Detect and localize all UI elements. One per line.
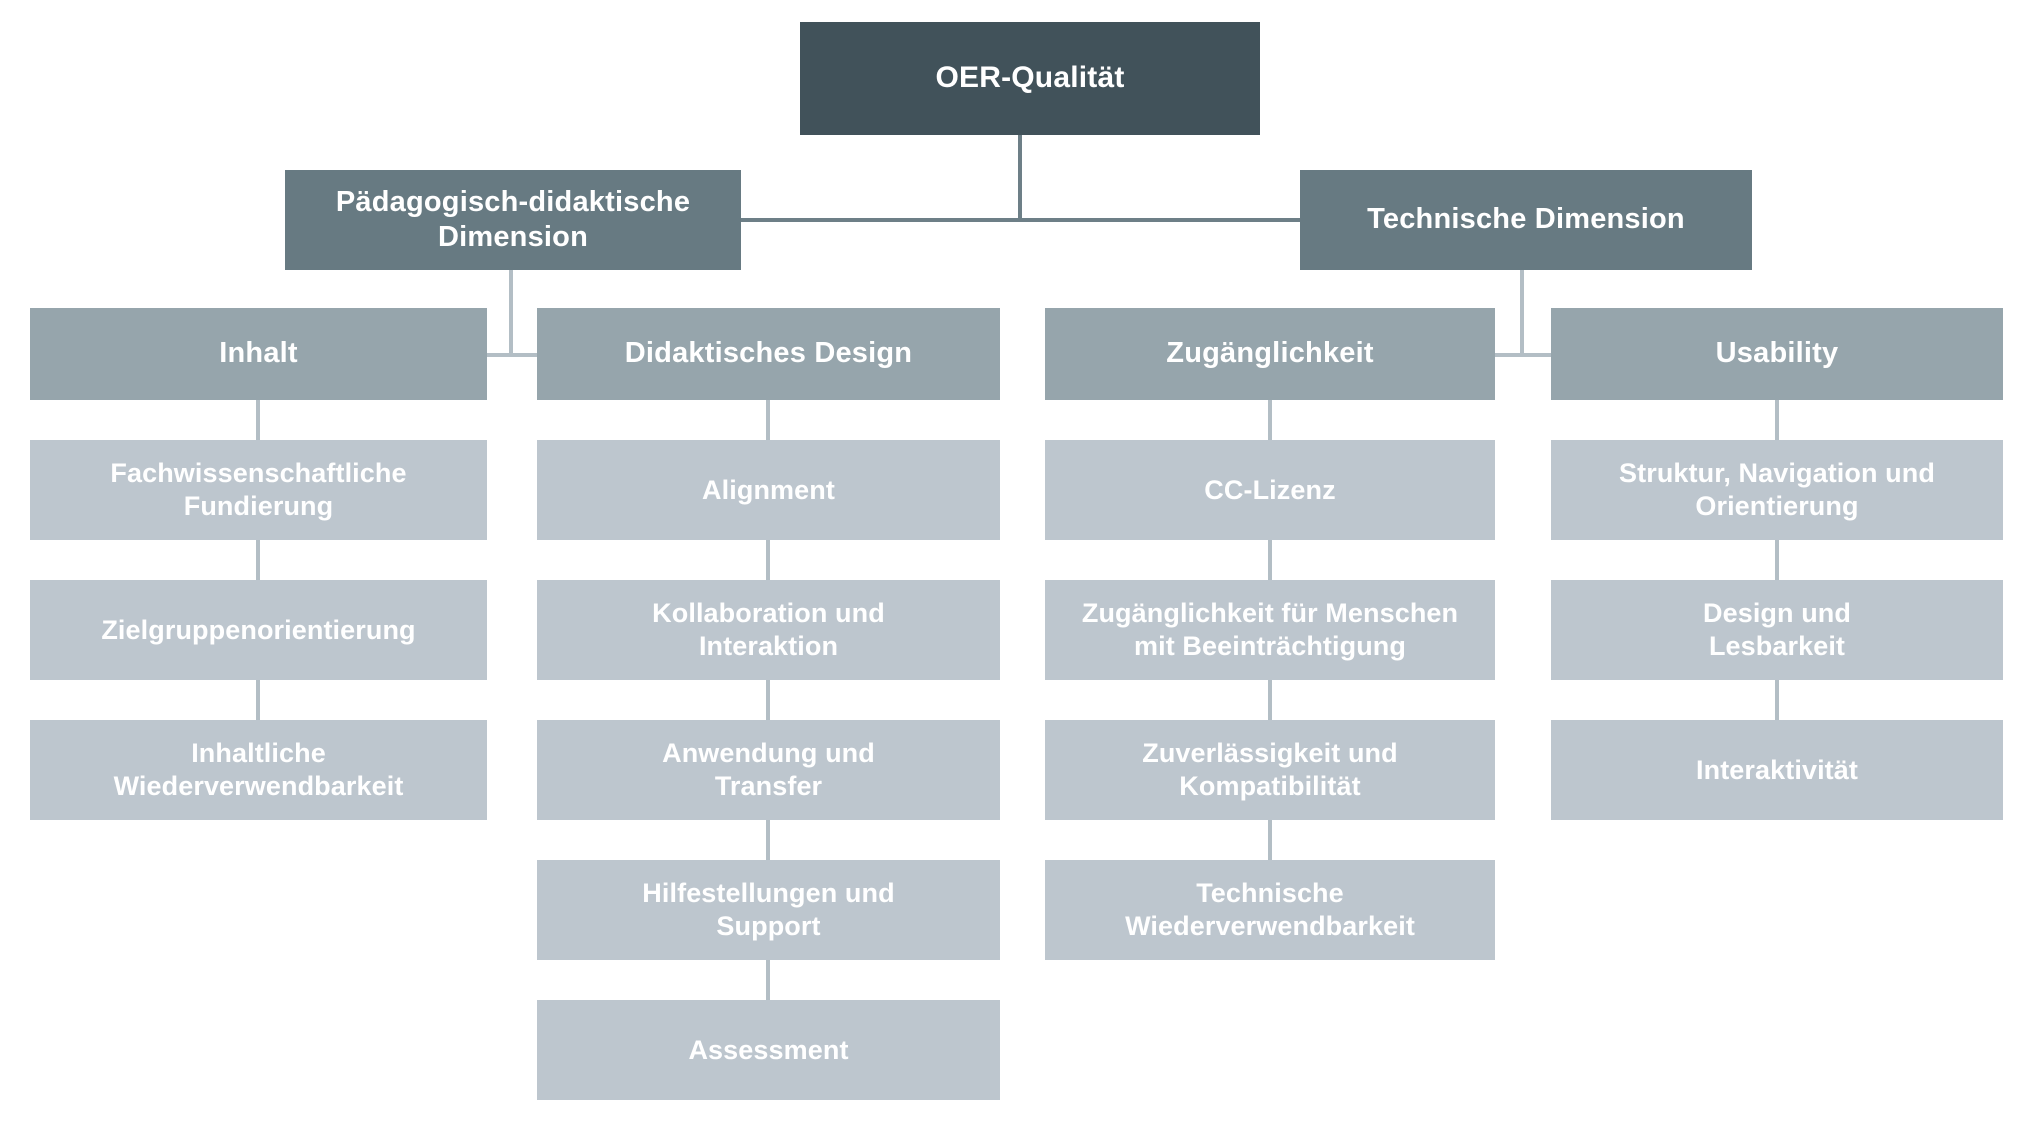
node-usability[interactable]: Usability [1551,308,2003,400]
node-paedagogisch-didaktische-dimension[interactable]: Pädagogisch-didaktische Dimension [285,170,741,270]
leaf-inhaltliche-wiederverwendbarkeit[interactable]: Inhaltliche Wiederverwendbarkeit [30,720,487,820]
leaf-kollaboration-und-interaktion[interactable]: Kollaboration und Interaktion [537,580,1000,680]
connector-didaktik-4 [766,820,770,860]
leaf-assessment[interactable]: Assessment [537,1000,1000,1100]
node-oer-qualitaet[interactable]: OER-Qualität [800,22,1260,135]
leaf-zielgruppenorientierung[interactable]: Zielgruppenorientierung [30,580,487,680]
connector-didaktik-3 [766,680,770,720]
leaf-cc-lizenz[interactable]: CC-Lizenz [1045,440,1495,540]
node-technische-dimension[interactable]: Technische Dimension [1300,170,1752,270]
connector-paedagogisch-bus [419,353,609,357]
connector-inhalt-1 [256,400,260,440]
connector-zugaenglichkeit-1 [1268,400,1272,440]
connector-usability-2 [1775,540,1779,580]
connector-paedagogisch-stem [509,270,513,356]
node-didaktisches-design[interactable]: Didaktisches Design [537,308,1000,400]
connector-usability-3 [1775,680,1779,720]
leaf-technische-wiederverwendbarkeit[interactable]: Technische Wiederverwendbarkeit [1045,860,1495,960]
connector-didaktik-2 [766,540,770,580]
leaf-struktur-navigation-und-orientierung[interactable]: Struktur, Navigation und Orientierung [1551,440,2003,540]
connector-inhalt-3 [256,680,260,720]
leaf-zugaenglichkeit-fuer-menschen-mit-beeintraechtigung[interactable]: Zugänglichkeit für Menschen mit Beeinträ… [1045,580,1495,680]
leaf-hilfestellungen-und-support[interactable]: Hilfestellungen und Support [537,860,1000,960]
connector-didaktik-5 [766,960,770,1000]
connector-root-stem [1018,135,1022,222]
connector-usability-1 [1775,400,1779,440]
node-zugaenglichkeit[interactable]: Zugänglichkeit [1045,308,1495,400]
connector-didaktik-1 [766,400,770,440]
connector-inhalt-2 [256,540,260,580]
connector-technische-stem [1520,270,1524,356]
connector-technische-bus [1430,353,1620,357]
leaf-interaktivitaet[interactable]: Interaktivität [1551,720,2003,820]
node-inhalt[interactable]: Inhalt [30,308,487,400]
leaf-fachwissenschaftliche-fundierung[interactable]: Fachwissenschaftliche Fundierung [30,440,487,540]
leaf-zuverlaessigkeit-und-kompatibilitaet[interactable]: Zuverlässigkeit und Kompatibilität [1045,720,1495,820]
connector-zugaenglichkeit-4 [1268,820,1272,860]
connector-root-bus [740,218,1300,222]
leaf-design-und-lesbarkeit[interactable]: Design und Lesbarkeit [1551,580,2003,680]
leaf-anwendung-und-transfer[interactable]: Anwendung und Transfer [537,720,1000,820]
connector-zugaenglichkeit-2 [1268,540,1272,580]
leaf-alignment[interactable]: Alignment [537,440,1000,540]
connector-zugaenglichkeit-3 [1268,680,1272,720]
